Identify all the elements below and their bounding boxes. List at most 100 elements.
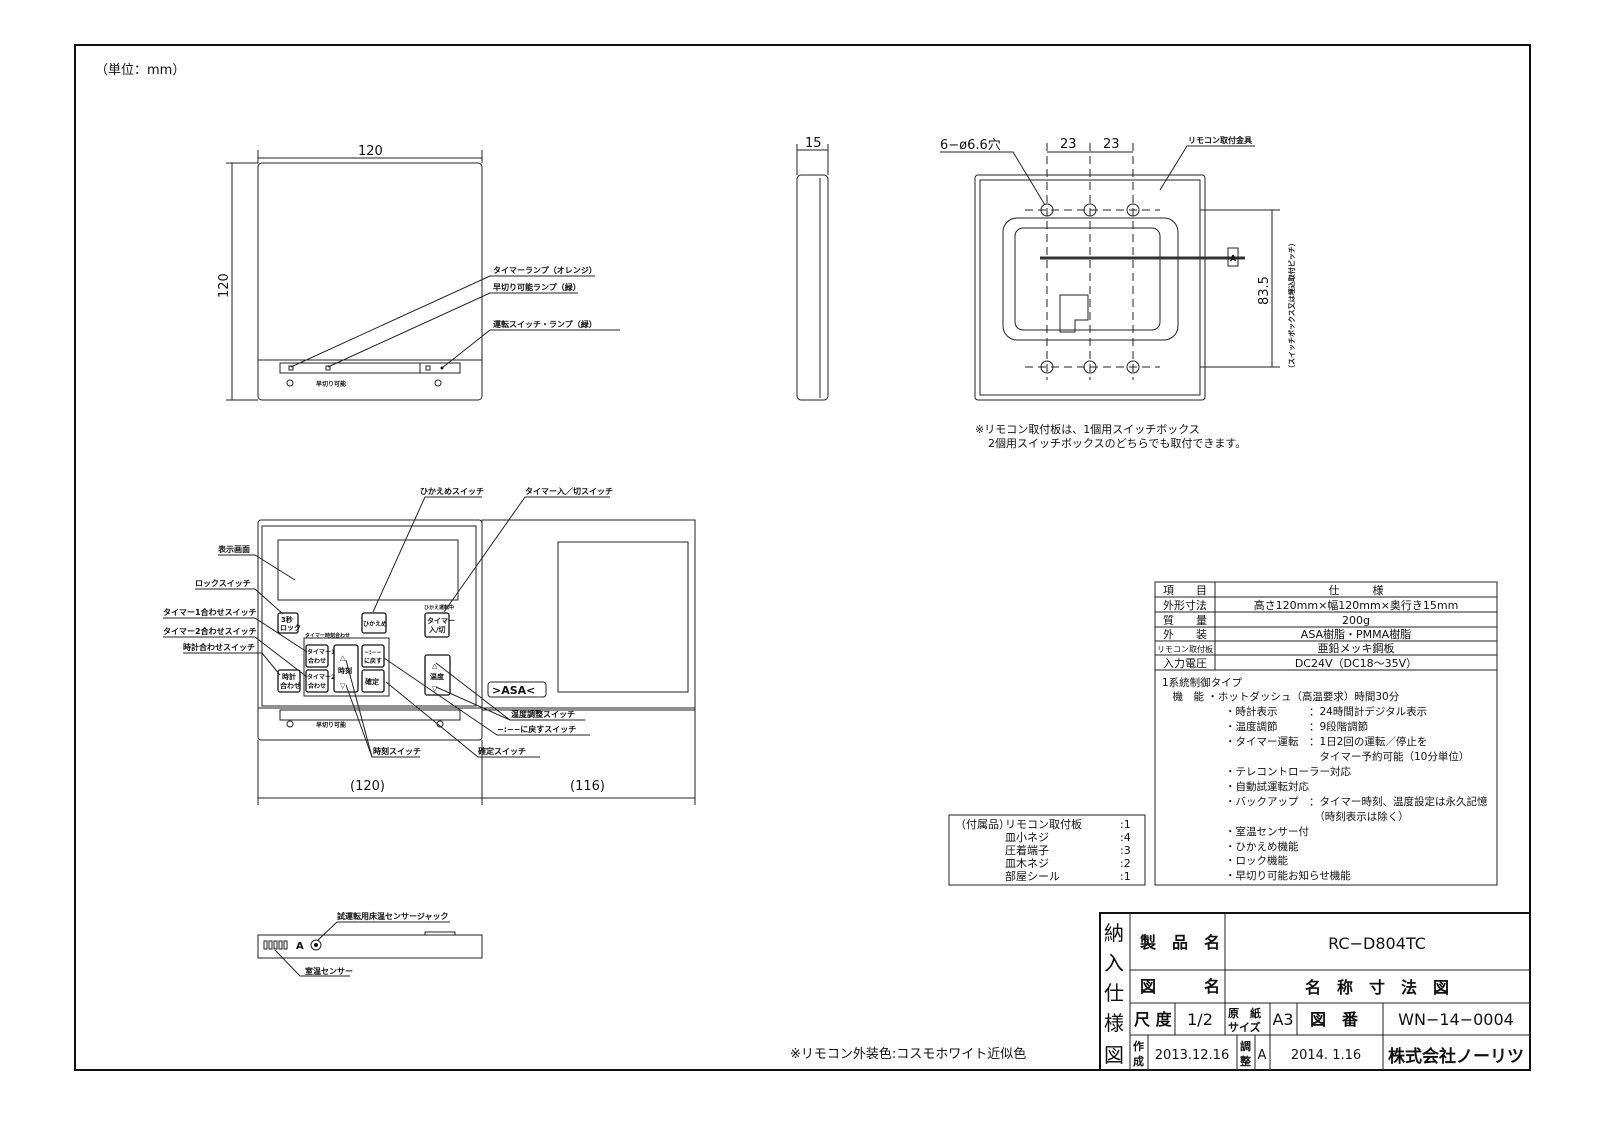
dim-left: (120) bbox=[350, 779, 385, 794]
drawing-line bbox=[183, 652, 281, 676]
back-view: A 23 23 6−ø6.6穴 リモコン取付金具 83.5 （スイッチボックス又… bbox=[940, 135, 1296, 450]
hikaeme-button[interactable]: ひかえめ bbox=[361, 612, 387, 634]
display-screen bbox=[277, 539, 459, 601]
timer-caption: ひかえ運転中 bbox=[424, 604, 454, 611]
drawing-shape bbox=[1227, 247, 1239, 267]
drawing-shape bbox=[796, 174, 829, 401]
drawing-shape bbox=[1083, 203, 1097, 217]
hole-label: 6−ø6.6穴 bbox=[940, 138, 1001, 153]
label-timer-lamp: タイマーランプ（オレンジ） bbox=[493, 265, 597, 275]
power-icon bbox=[286, 379, 294, 387]
mount-note-2: 2個用スイッチボックスのどちらでも取付できます。 bbox=[988, 437, 1246, 450]
drawing-shape bbox=[277, 612, 299, 634]
text-label: 部屋シール bbox=[1005, 869, 1060, 883]
text-label: ・ひかえめ機能 bbox=[1162, 840, 1299, 853]
label-early-off-lamp: 早切り可能ランプ（緑） bbox=[493, 282, 581, 292]
text-label: 2013.12.16 bbox=[1155, 1048, 1229, 1063]
sensor-jack bbox=[310, 939, 322, 951]
strip-text: 早切り可能 bbox=[316, 380, 346, 388]
dim-right: (116) bbox=[570, 779, 605, 794]
text-label: リモコン取付板 bbox=[1157, 644, 1213, 654]
text-label: タイマー1 bbox=[307, 648, 335, 656]
bottom-view: A 試運転用床温センサージャック 室温センサー bbox=[257, 911, 483, 977]
drawing-shape bbox=[425, 365, 431, 371]
drawing-shape bbox=[948, 814, 1146, 886]
drawing-shape bbox=[261, 525, 477, 707]
text-label: DC24V（DC18〜35V） bbox=[1295, 657, 1417, 670]
text-label: 項 目 bbox=[1163, 584, 1207, 597]
text-label: 合わせ bbox=[279, 681, 301, 690]
drawing-shape bbox=[481, 519, 696, 711]
text-label: 合わせ bbox=[308, 682, 326, 690]
text-label: 高さ120mm×幅120mm×奥行き15mm bbox=[1254, 598, 1459, 612]
text-label: （時刻表示は除く） bbox=[1162, 810, 1409, 823]
drawing-line bbox=[317, 921, 450, 941]
text-label: 入/切 bbox=[428, 625, 446, 634]
text-label: 図 番 bbox=[1310, 1010, 1359, 1029]
mount-note-1: ※リモコン取付板は、1個用スイッチボックス bbox=[975, 422, 1200, 436]
temperature-button[interactable]: △ 温度 ▽ bbox=[424, 654, 451, 696]
label-sensor-jack: 試運転用床温センサージャック bbox=[337, 911, 448, 921]
vertical-note: （スイッチボックス又は埋込取付ピッチ） bbox=[1287, 239, 1296, 372]
drawing-shape bbox=[314, 943, 318, 947]
text-label: :1 bbox=[1120, 818, 1131, 831]
label-time: 時刻スイッチ bbox=[373, 746, 421, 756]
up-arrow-icon: △ bbox=[432, 662, 438, 670]
text-label: 外形寸法 bbox=[1163, 598, 1207, 612]
text-label: 温度 bbox=[430, 672, 445, 681]
drawing-shape bbox=[333, 644, 359, 693]
drawing-line bbox=[218, 554, 296, 581]
reset-button[interactable]: −:−− に戻す bbox=[361, 644, 385, 668]
dim-pitch-1: 23 bbox=[1060, 137, 1077, 152]
room-sensor bbox=[263, 940, 288, 950]
text-label: タイマー予約可能（10分単位） bbox=[1162, 750, 1469, 763]
drawing-shape bbox=[1083, 360, 1097, 374]
drawing-shape bbox=[263, 940, 268, 950]
drawing-line bbox=[163, 636, 308, 678]
timer-onoff-button[interactable]: タイマー 入/切 bbox=[424, 612, 455, 638]
text-label: −:−− bbox=[364, 649, 381, 656]
drawing-line bbox=[443, 496, 610, 613]
text-label: ・自動試運転対応 bbox=[1162, 780, 1309, 793]
confirm-button[interactable]: 確定 bbox=[361, 669, 385, 693]
drawing-shape bbox=[557, 541, 689, 693]
text-label: 確定 bbox=[365, 677, 379, 686]
text-label: 整 bbox=[1239, 1054, 1251, 1068]
timer2-button[interactable]: タイマー2 合わせ bbox=[305, 669, 335, 693]
drawing-shape bbox=[1040, 360, 1054, 374]
lock-button[interactable]: 3秒 ロック bbox=[277, 612, 301, 634]
text-label: ・室温センサー付 bbox=[1162, 825, 1309, 838]
drawing-shape bbox=[288, 365, 294, 371]
text-label: ・時計表示 ：24時間計デジタル表示 bbox=[1162, 705, 1427, 718]
drawing-shape bbox=[361, 644, 385, 668]
text-label: A bbox=[1258, 1048, 1267, 1063]
unit-note: （単位：mm） bbox=[95, 62, 185, 78]
clock-button[interactable]: 時計 合わせ bbox=[277, 669, 301, 693]
connector-label: A bbox=[1230, 254, 1237, 263]
timer1-button[interactable]: タイマー1 合わせ bbox=[305, 644, 335, 668]
drawing-shape bbox=[424, 612, 450, 638]
text-label: 仕 bbox=[1104, 981, 1124, 1005]
text-label: >ASA< bbox=[492, 684, 535, 697]
label-hikaeme: ひかえめスイッチ bbox=[420, 487, 484, 496]
time-button[interactable]: △ 時刻 ▽ bbox=[333, 644, 359, 693]
drawing-shape bbox=[1154, 581, 1498, 886]
power-icon bbox=[434, 379, 442, 387]
drawing-line bbox=[383, 657, 590, 736]
bottom-marker: A bbox=[296, 941, 304, 952]
drawing-shape: 項 目 仕 様 外形寸法 高さ120mm×幅120mm×奥行き15mm 質 量 … bbox=[1157, 583, 1458, 670]
drawing-shape bbox=[305, 644, 329, 668]
text-label: 仕 様 bbox=[1329, 583, 1384, 597]
dim-height: 120 bbox=[217, 273, 232, 298]
text-label: 調 bbox=[1240, 1039, 1251, 1053]
open-view: 早切り可能 3秒 ロック ひかえめ ひかえ運転中 タイマー 入/切 タイマー時刻… bbox=[163, 486, 696, 805]
text-label: :3 bbox=[1120, 844, 1131, 857]
product-name: RC−D804TC bbox=[1328, 934, 1426, 953]
asa-brand-mark: >ASA< bbox=[487, 681, 547, 698]
drawing-line bbox=[385, 681, 540, 758]
text-label: :4 bbox=[1120, 831, 1131, 844]
text-label: 入 bbox=[1104, 951, 1124, 975]
spec-table: 項 目 仕 様 外形寸法 高さ120mm×幅120mm×奥行き15mm 質 量 … bbox=[1154, 581, 1498, 886]
text-label: 質 量 bbox=[1163, 613, 1207, 627]
sheet-border bbox=[74, 44, 1531, 1071]
